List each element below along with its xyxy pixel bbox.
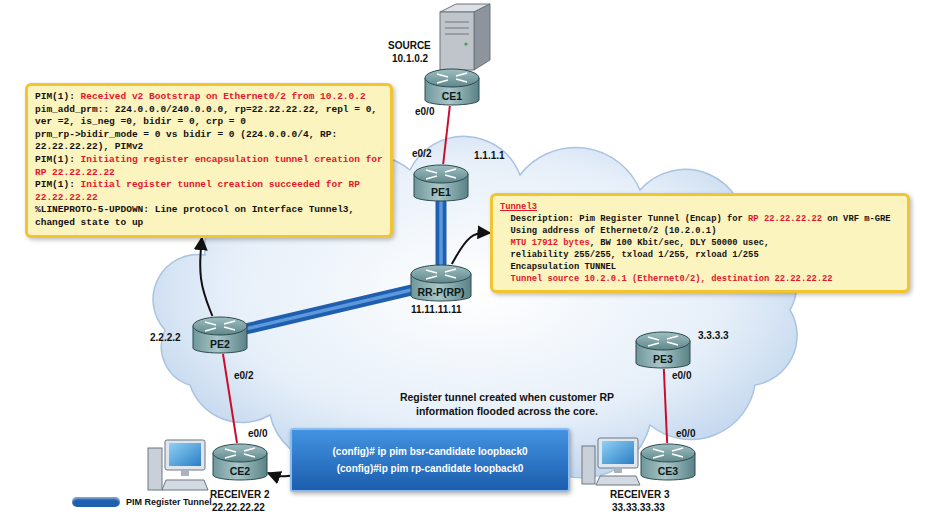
register-tunnel (248, 290, 410, 328)
router-icon-node: PE1 (413, 164, 469, 202)
node-text: RR-P(RP) (417, 286, 464, 298)
node-text: MTU 17912 bytes (511, 238, 590, 248)
node-text: PE3 (653, 353, 673, 365)
address-label: 10.1.0.2 (392, 53, 428, 65)
callout-arrow (268, 473, 290, 476)
text-line: MTU 17912 bytes, BW 100 Kbit/sec, DLY 50… (500, 237, 900, 249)
text-line: CE1 (424, 87, 480, 102)
node-text: prm_rp->bidir_mode = 0 vs bidir = 0 (224… (35, 129, 337, 153)
address-label: 3.3.3.3 (698, 330, 729, 342)
node-text: Initial register tunnel creation succeed… (35, 179, 360, 203)
node-text: (config)#ip pim rp-candidate loopback0 (337, 463, 524, 474)
node-text: RP 22.22.22.22 (748, 214, 822, 224)
node-text: (config)# ip pim bsr-candidate loopback0 (332, 446, 527, 457)
text-line: Tunnel source 10.2.0.1 (Ethernet0/2), de… (500, 273, 900, 285)
text-line: Description: Pim Register Tunnel (Encap)… (500, 213, 900, 225)
address-label: RECEIVER 3 (610, 489, 669, 501)
node-text: on VRF m-GRE (827, 214, 890, 224)
text-line: PE3 (635, 350, 691, 365)
address-label: e0/0 (415, 106, 434, 118)
access-link (223, 354, 237, 443)
address-label: 33.33.33.33 (612, 502, 665, 514)
node-text: PIM(1): (35, 91, 75, 102)
legend-text: PIM Register Tunnel (126, 497, 212, 507)
node-text: %LINEPROTO-5-UPDOWN: Line protocol on In… (35, 204, 354, 228)
config-box: (config)# ip pim bsr-candidate loopback0… (290, 428, 570, 492)
router-icon-node: CE3 (640, 443, 696, 481)
text-line: Tunnel3 (500, 201, 900, 213)
address-label: e0/2 (412, 148, 431, 160)
server-icon (440, 4, 490, 70)
address-label: e0/0 (672, 370, 691, 382)
text-line: PE2 (192, 335, 248, 350)
node-text: CE1 (442, 90, 462, 102)
tunnel-callout: Tunnel3Description: Pim Register Tunnel … (490, 193, 910, 293)
address-label: e0/0 (248, 428, 267, 440)
router-icon-node: RR-P(RP) (410, 264, 472, 302)
node-text: Encapsulation TUNNEL (511, 262, 617, 272)
computer-icon (148, 440, 208, 490)
node-text: Tunnel source 10.2.0.1 (Ethernet0/2), de… (511, 274, 833, 284)
node-text: Using address of Ethernet0/2 (10.2.0.1) (511, 226, 717, 236)
text-line: prm_rp->bidir_mode = 0 vs bidir = 0 (224… (35, 129, 383, 154)
address-label: e0/2 (234, 370, 253, 382)
address-label: 11.11.11.11 (411, 304, 462, 316)
node-text: CE3 (658, 465, 678, 477)
text-line: (config)#ip pim rp-candidate loopback0 (337, 460, 524, 477)
text-line: CE2 (212, 462, 268, 477)
router-icon-node: PE3 (635, 331, 691, 369)
caption-note: Register tunnel created when customer RP… (372, 390, 642, 418)
legend-swatch (72, 497, 120, 507)
text-line: CE3 (640, 462, 696, 477)
text-line: PIM(1):Initiating register encapsulation… (35, 154, 383, 179)
node-text: Tunnel3 (500, 202, 537, 212)
node-text: CE2 (230, 465, 250, 477)
text-line: PIM(1):Initial register tunnel creation … (35, 179, 383, 204)
text-line: %LINEPROTO-5-UPDOWN: Line protocol on In… (35, 204, 383, 229)
address-label: 22.22.22.22 (212, 502, 265, 514)
node-text: PIM(1): (35, 154, 75, 165)
access-link (443, 106, 450, 164)
text-line: PIM(1): Received v2 Bootstrap on Ethernet… (35, 91, 383, 104)
address-label: 1.1.1.1 (474, 150, 505, 162)
address-label: 2.2.2.2 (150, 332, 181, 344)
router-icon-node: CE1 (424, 68, 480, 106)
router-icon-node: CE2 (212, 443, 268, 481)
node-text: PIM(1): (35, 179, 75, 190)
router-icon-node: PE2 (192, 316, 248, 354)
node-text: pim_add_prm:: 224.0.0.0/240.0.0.0, rp=22… (35, 104, 377, 128)
tunnel-highlight (248, 290, 410, 328)
address-label: e0/0 (676, 428, 695, 440)
text-line: Using address of Ethernet0/2 (10.2.0.1) (500, 225, 900, 237)
text-line: PE1 (413, 183, 469, 198)
callout-arrow (452, 233, 490, 264)
node-text: PE2 (210, 338, 230, 350)
callout-arrow (200, 238, 212, 316)
node-text: reliability 255/255, txload 1/255, rxloa… (511, 250, 759, 260)
text-line: pim_add_prm:: 224.0.0.0/240.0.0.0, rp=22… (35, 104, 383, 129)
text-line: RR-P(RP) (410, 283, 472, 298)
debug-callout: PIM(1): Received v2 Bootstrap on Ethernet… (25, 83, 393, 238)
text-line: Encapsulation TUNNEL (500, 261, 900, 273)
node-text: , BW 100 Kbit/sec, DLY 50000 usec, (590, 238, 770, 248)
text-line: (config)# ip pim bsr-candidate loopback0 (332, 443, 527, 460)
address-label: RECEIVER 2 (210, 489, 269, 501)
node-text: Initiating register encapsulation tunnel… (35, 154, 383, 178)
address-label: SOURCE (388, 40, 431, 52)
tunnel-highlight (439, 202, 443, 264)
node-text: Received v2 Bootstrap on Ethernet0/2 fro… (81, 91, 366, 102)
node-text: PE1 (431, 186, 451, 198)
node-text: Description: Pim Register Tunnel (Encap)… (511, 214, 743, 224)
text-line: reliability 255/255, txload 1/255, rxloa… (500, 249, 900, 261)
legend-entry: PIM Register Tunnel (72, 497, 212, 507)
computer-icon (582, 438, 640, 485)
register-tunnel (436, 202, 447, 264)
access-link (664, 369, 667, 443)
